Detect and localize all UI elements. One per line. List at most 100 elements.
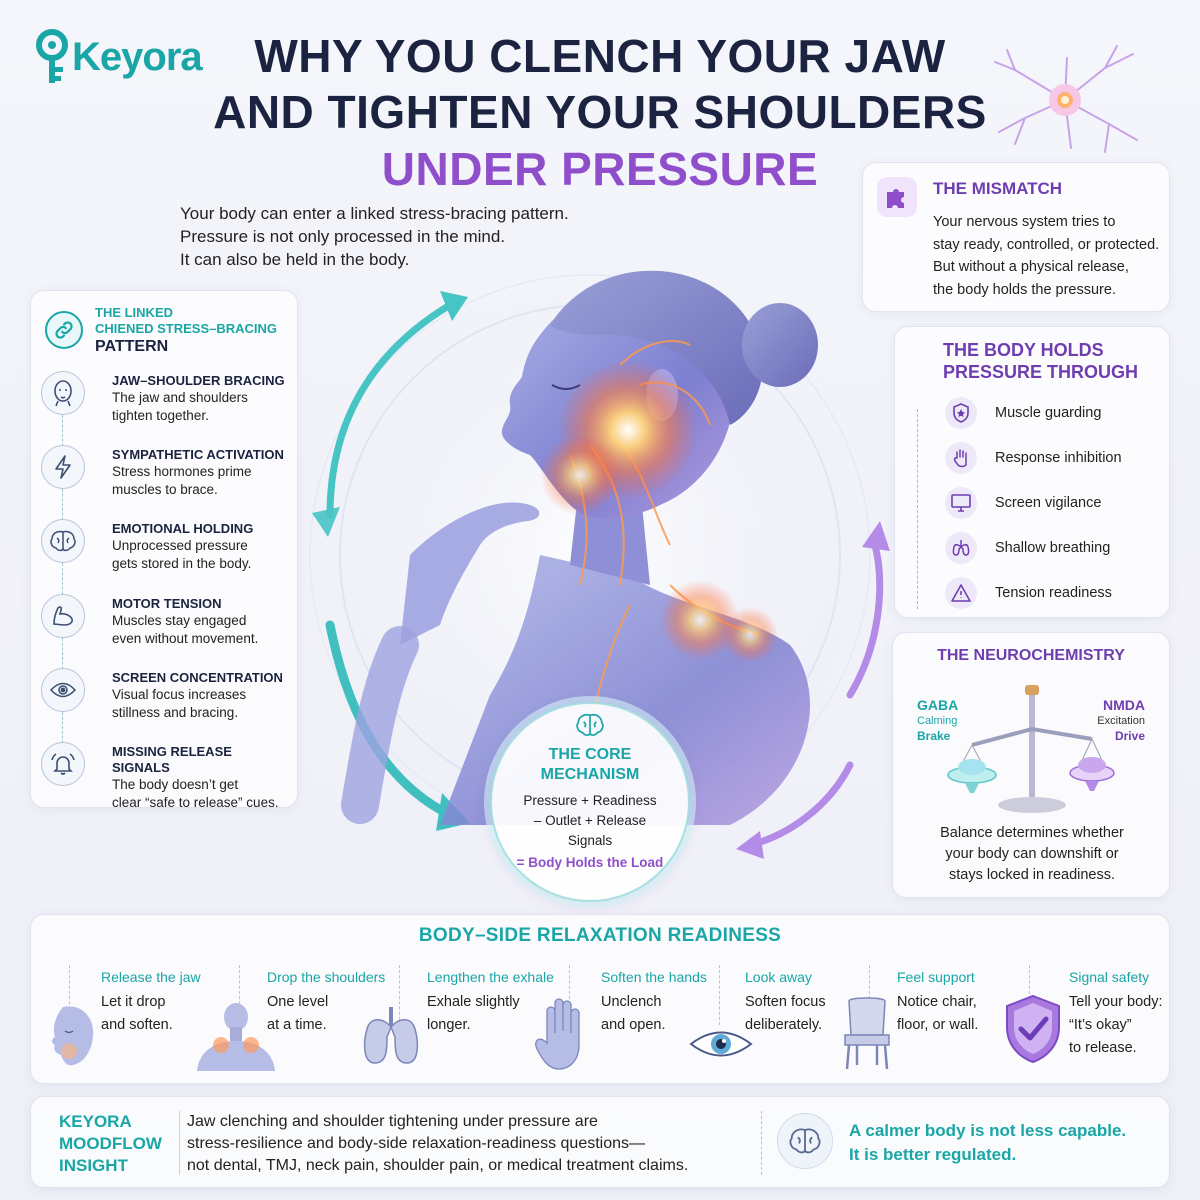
- mismatch-line: But without a physical release,: [933, 259, 1129, 275]
- body-holds-title-1: THE BODY HOLDS: [943, 340, 1104, 360]
- item-desc-line: Unclench: [601, 994, 662, 1010]
- arm-icon: [41, 594, 85, 638]
- eye-icon: [689, 1031, 753, 1057]
- item-desc: gets stored in the body.: [112, 556, 252, 571]
- gaba-label: GABA Calming Brake: [917, 697, 958, 743]
- nmda-name: NMDA: [1103, 697, 1145, 713]
- item-desc: One level at a time.: [267, 991, 328, 1037]
- list-item: Soften the hands Unclench and open.: [535, 965, 729, 1077]
- left-panel-header: THE LINKED CHIENED STRESS–BRACING PATTER…: [45, 305, 277, 357]
- item-desc-line: Let it drop: [101, 994, 166, 1010]
- item-desc: Let it drop and soften.: [101, 991, 173, 1037]
- title-line-3: UNDER PRESSURE: [381, 143, 819, 195]
- body-holds-title-2: PRESSURE THROUGH: [943, 362, 1139, 382]
- core-result: = Body Holds the Load: [516, 855, 664, 870]
- item-desc: Soften focus deliberately.: [745, 991, 826, 1037]
- mismatch-title: THE MISMATCH: [933, 179, 1063, 198]
- list-item: SYMPATHETIC ACTIVATION Stress hormones p…: [41, 445, 291, 515]
- item-desc: even without movement.: [112, 631, 259, 646]
- intro-line: Your body can enter a linked stress-brac…: [180, 204, 569, 223]
- footer-label-line: KEYORA: [59, 1112, 132, 1131]
- core-line: Signals: [567, 833, 613, 848]
- item-desc-line: One level: [267, 994, 329, 1010]
- warning-icon: [945, 577, 977, 609]
- neuro-line: stays locked in readiness.: [948, 867, 1116, 883]
- list-item: Screen vigilance: [945, 487, 1101, 519]
- item-desc: The body doesn’t get: [112, 777, 239, 792]
- key-icon: [36, 29, 68, 83]
- list-item: SCREEN CONCENTRATION Visual focus increa…: [41, 668, 291, 738]
- footer-quote-line: A calmer body is not less capable.: [849, 1121, 1127, 1140]
- mismatch-panel: THE MISMATCH Your nervous system tries t…: [862, 162, 1170, 312]
- purple-arrow-bottom: [746, 761, 854, 849]
- body-holds-title: THE BODY HOLDS PRESSURE THROUGH: [943, 339, 1138, 383]
- item-desc-line: and open.: [601, 1017, 666, 1033]
- nmda-sub: Excitation: [1097, 715, 1145, 727]
- list-item-label: Response inhibition: [995, 450, 1122, 466]
- lungs-icon: [363, 1007, 419, 1064]
- item-title: Feel support: [897, 969, 975, 985]
- item-title: SCREEN CONCENTRATION: [112, 670, 283, 685]
- brand-name: Keyora: [72, 34, 203, 79]
- footer-quote: A calmer body is not less capable. It is…: [849, 1119, 1126, 1167]
- footer-quote-line: It is better regulated.: [849, 1145, 1017, 1164]
- moodflow-insight-footer: KEYORA MOODFLOW INSIGHT Jaw clenching an…: [30, 1096, 1170, 1188]
- lightning-icon: [41, 445, 85, 489]
- footer-disclaimer: Jaw clenching and shoulder tightening un…: [187, 1111, 747, 1177]
- balance-scale-illustration: [947, 685, 1115, 813]
- footer-text-line: stress-resilience and body-side relaxati…: [187, 1135, 646, 1152]
- item-title: Release the jaw: [101, 969, 201, 985]
- item-desc: Muscles stay engaged: [112, 613, 247, 628]
- item-title: Signal safety: [1069, 969, 1150, 985]
- gaba-sub: Calming: [917, 715, 958, 727]
- list-item: EMOTIONAL HOLDING Unprocessed pressure g…: [41, 519, 291, 589]
- list-item: Drop the shoulders One level at a time.: [197, 965, 399, 1077]
- neurochemistry-body: Balance determines whether your body can…: [907, 823, 1157, 886]
- list-item-label: Screen vigilance: [995, 495, 1102, 511]
- list-item: Tension readiness: [945, 577, 1112, 609]
- gaba-name: GABA: [917, 697, 959, 713]
- item-title: Lengthen the exhale: [427, 969, 554, 985]
- item-desc: Visual focus increases: [112, 687, 247, 702]
- eye-icon: [41, 668, 85, 712]
- list-item: Feel support Notice chair, floor, or wal…: [844, 965, 1019, 1077]
- title-line-2: AND TIGHTEN YOUR SHOULDERS: [213, 86, 987, 138]
- list-item: Response inhibition: [945, 442, 1122, 474]
- puzzle-icon: [877, 177, 917, 217]
- lungs-icon: [945, 532, 977, 564]
- shoulders-icon: [197, 1003, 275, 1071]
- purple-arrow-right: [846, 541, 884, 699]
- body-holds-panel: THE BODY HOLDS PRESSURE THROUGH Muscle g…: [894, 326, 1170, 618]
- title-line-1: WHY YOU CLENCH YOUR JAW: [254, 30, 946, 82]
- hand-icon: [945, 442, 977, 474]
- core-title-2: MECHANISM: [540, 766, 640, 783]
- shield-check-icon: [1006, 994, 1060, 1064]
- nmda-label: NMDA Excitation Drive: [1097, 697, 1145, 743]
- list-item: Shallow breathing: [945, 532, 1110, 564]
- item-desc-line: floor, or wall.: [897, 1017, 979, 1033]
- shield-icon: [945, 397, 977, 429]
- face-icon: [52, 1006, 94, 1066]
- neurochemistry-panel: THE NEUROCHEMISTRY GABA Calming Brake NM…: [892, 632, 1170, 898]
- core-line: – Outlet + Release: [533, 813, 647, 828]
- footer-label: KEYORA MOODFLOW INSIGHT: [59, 1111, 162, 1177]
- list-item-label: Shallow breathing: [995, 540, 1111, 556]
- chair-icon: [844, 997, 890, 1070]
- core-title-1: THE CORE: [548, 746, 632, 763]
- linked-stress-bracing-panel: THE LINKED CHIENED STRESS–BRACING PATTER…: [30, 290, 298, 810]
- item-desc: Stress hormones prime: [112, 464, 252, 479]
- item-desc-line: Notice chair,: [897, 994, 977, 1010]
- page-title: WHY YOU CLENCH YOUR JAW AND TIGHTEN YOUR…: [200, 28, 1000, 198]
- relaxation-readiness-panel: BODY–SIDE RELAXATION READINESS Release t…: [30, 914, 1170, 1084]
- neuro-line: your body can downshift or: [945, 846, 1119, 862]
- brain-icon: [777, 1113, 833, 1169]
- list-item: Signal safety Tell your body: “It’s okay…: [1006, 965, 1169, 1077]
- list-item: JAW–SHOULDER BRACING The jaw and shoulde…: [41, 371, 291, 441]
- footer-label-line: MOODFLOW: [59, 1134, 162, 1153]
- gaba-word: Brake: [917, 729, 951, 743]
- item-desc: tighten together.: [112, 408, 209, 423]
- list-item-label: Muscle guarding: [995, 405, 1102, 421]
- item-desc-line: to release.: [1069, 1040, 1137, 1056]
- core-line: Pressure + Readiness: [523, 793, 657, 808]
- item-desc-line: “It’s okay”: [1069, 1017, 1132, 1033]
